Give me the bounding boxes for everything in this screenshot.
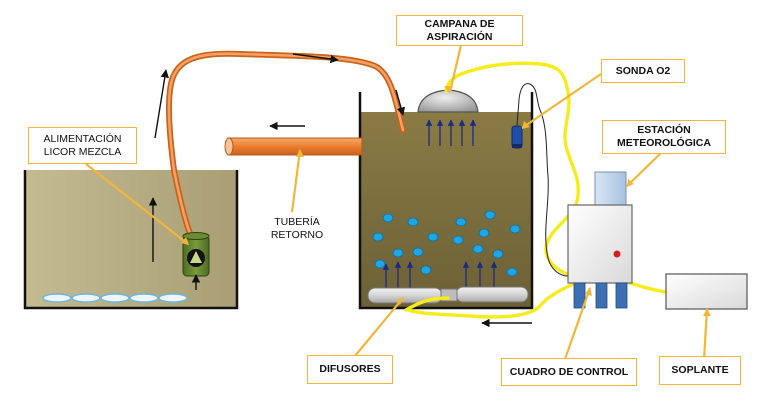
flow-arrows xyxy=(148,53,532,328)
label-line: SONDA O2 xyxy=(615,64,671,77)
o2-probe-wire xyxy=(516,83,569,277)
hood-suction-arrows xyxy=(425,119,477,146)
return-pipe xyxy=(224,137,363,156)
suction-hood xyxy=(417,89,479,113)
label-line: ALIMENTACIÓN xyxy=(43,132,122,145)
label-line: LICOR MEZCLA xyxy=(43,145,122,158)
air-bubbles xyxy=(372,210,521,277)
callout-pointer-heads xyxy=(181,86,711,316)
label-line: CUADRO DE CONTROL xyxy=(509,365,629,378)
diffuser-flow-arrows xyxy=(382,261,498,290)
status-led xyxy=(613,250,621,258)
feed-pipe xyxy=(165,50,406,241)
callout-pointers xyxy=(85,44,709,363)
label-line: DIFUSORES xyxy=(319,363,381,375)
label-line: TUBERÍA xyxy=(274,216,320,228)
label-line: METEOROLÓGICA xyxy=(617,137,711,149)
blower xyxy=(665,273,748,310)
aeration-tank-liquid xyxy=(360,112,532,308)
aeration-tank-walls xyxy=(358,92,534,310)
weather-station-box xyxy=(594,171,627,207)
label-sonda-o2: SONDA O2 xyxy=(601,59,685,83)
cabinet-leg xyxy=(615,282,628,309)
left-tank-walls xyxy=(23,170,239,310)
label-campana-aspiracion: CAMPANA DE ASPIRACIÓN xyxy=(396,15,523,46)
o2-probe xyxy=(511,125,523,149)
label-line: SOPLANTE xyxy=(671,364,729,376)
left-tank-diffusers xyxy=(42,293,188,303)
label-line: CAMPANA DE xyxy=(424,17,495,30)
label-alimentacion-licor-mezcla: ALIMENTACIÓN LICOR MEZCLA xyxy=(28,127,137,164)
cabinet-leg xyxy=(573,282,586,309)
label-line: ASPIRACIÓN xyxy=(426,30,493,43)
label-estacion-meteorologica: ESTACIÓN METEOROLÓGICA xyxy=(602,120,726,154)
control-cabinet xyxy=(567,171,633,309)
label-difusores: DIFUSORES xyxy=(307,355,393,384)
feed-pump xyxy=(182,232,210,277)
label-soplante: SOPLANTE xyxy=(659,356,741,385)
label-line: ESTACIÓN xyxy=(637,124,691,136)
label-tuberia-retorno: TUBERÍA RETORNO xyxy=(262,213,332,245)
aeration-tank xyxy=(358,89,534,310)
aeration-diffusers xyxy=(367,286,529,304)
cabinet-leg xyxy=(595,282,608,309)
label-line: RETORNO xyxy=(270,229,324,241)
label-cuadro-de-control: CUADRO DE CONTROL xyxy=(501,358,637,386)
